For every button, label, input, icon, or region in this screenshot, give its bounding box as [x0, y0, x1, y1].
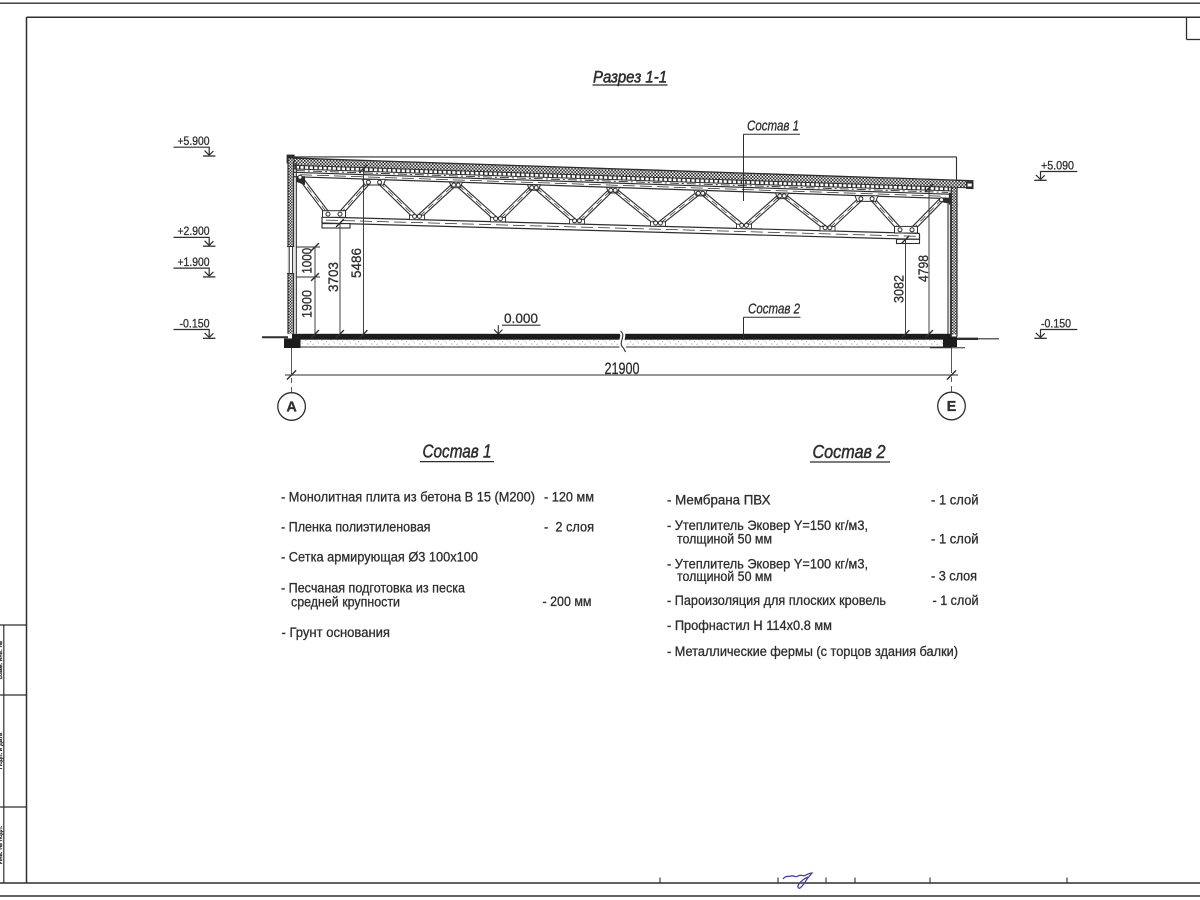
- svg-text:- 120 мм: - 120 мм: [544, 490, 594, 505]
- svg-text:Е: Е: [947, 399, 957, 415]
- svg-text:Разрез 1-1: Разрез 1-1: [593, 67, 667, 86]
- svg-text:- 3 слоя: - 3 слоя: [931, 569, 977, 584]
- svg-text:- Монолитная плита из бетона В: - Монолитная плита из бетона В 15 (М200): [281, 490, 535, 505]
- svg-text:+5.090: +5.090: [1041, 158, 1074, 172]
- svg-text:- Металлические фермы (с торцо: - Металлические фермы (с торцов здания б…: [667, 644, 958, 659]
- svg-text:- 2 слоя: - 2 слоя: [544, 520, 594, 535]
- svg-text:- Утеплитель Эковер Y=100 кг/м: - Утеплитель Эковер Y=100 кг/м3,: [667, 557, 868, 572]
- svg-text:- 1 слой: - 1 слой: [931, 532, 979, 547]
- svg-text:Инв. № подл.: Инв. № подл.: [0, 825, 4, 864]
- svg-text:- Утеплитель Эковер Y=150 кг/м: - Утеплитель Эковер Y=150 кг/м3,: [667, 518, 868, 533]
- svg-text:0.000: 0.000: [504, 311, 538, 327]
- svg-text:- Сетка армирующая Ø3 100х100: - Сетка армирующая Ø3 100х100: [281, 550, 478, 565]
- svg-text:1900: 1900: [300, 290, 316, 318]
- svg-text:Взам. инв. №: Взам. инв. №: [0, 640, 4, 679]
- svg-text:- Пароизоляция для плоских кро: - Пароизоляция для плоских кровель: [667, 593, 886, 608]
- svg-text:- Грунт основания: - Грунт основания: [282, 625, 391, 640]
- svg-text:средней крупности: средней крупности: [291, 595, 400, 610]
- svg-text:- Профнастил Н 114х0.8 мм: - Профнастил Н 114х0.8 мм: [667, 618, 832, 633]
- svg-text:толщиной 50 мм: толщиной 50 мм: [677, 532, 772, 547]
- svg-text:- Мембрана ПВХ: - Мембрана ПВХ: [667, 493, 771, 508]
- svg-text:1000: 1000: [300, 248, 316, 274]
- svg-text:Состав 2: Состав 2: [813, 441, 886, 462]
- svg-text:5486: 5486: [349, 248, 365, 278]
- svg-text:+2.900: +2.900: [178, 224, 210, 238]
- svg-text:- Пленка полиэтиленовая: - Пленка полиэтиленовая: [281, 520, 431, 535]
- svg-text:Подп. и дата: Подп. и дата: [0, 732, 4, 769]
- svg-text:Состав 2: Состав 2: [748, 302, 800, 318]
- svg-text:Состав 1: Состав 1: [423, 441, 492, 462]
- svg-text:- Песчаная подготовка из песка: - Песчаная подготовка из песка: [281, 581, 466, 596]
- svg-text:- 1 слой: - 1 слой: [931, 493, 979, 508]
- svg-text:- 200 мм: - 200 мм: [543, 594, 592, 609]
- svg-text:-0.150: -0.150: [1041, 316, 1071, 330]
- svg-text:+5.900: +5.900: [178, 134, 210, 148]
- svg-text:А: А: [286, 400, 297, 416]
- svg-text:-0.150: -0.150: [180, 316, 210, 330]
- svg-text:4798: 4798: [916, 255, 932, 282]
- svg-text:Состав 1: Состав 1: [747, 119, 799, 135]
- svg-text:3703: 3703: [326, 262, 342, 292]
- svg-text:толщиной 50 мм: толщиной 50 мм: [677, 569, 772, 584]
- svg-text:- 1 слой: - 1 слой: [933, 593, 979, 608]
- svg-text:3082: 3082: [892, 275, 908, 303]
- svg-text:+1.900: +1.900: [178, 255, 210, 269]
- svg-text:21900: 21900: [605, 360, 640, 378]
